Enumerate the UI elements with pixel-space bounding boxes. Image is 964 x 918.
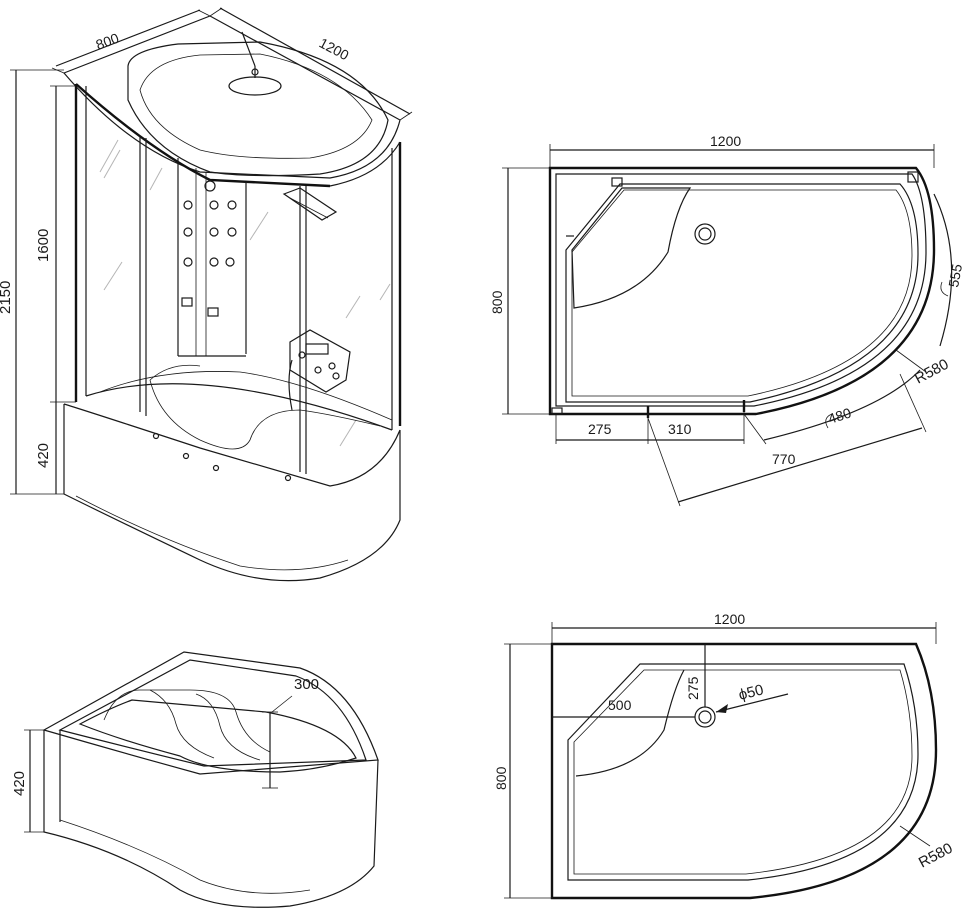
tray-plan-view: 1200 800 500 275 ϕ50 R580 xyxy=(493,611,956,900)
plan-top-left-segment-label: 275 xyxy=(588,421,612,437)
cabin-plan-view: 1200 800 275 310 770 480 555 R580 xyxy=(489,133,964,507)
control-panel-icon xyxy=(288,329,351,411)
tray-seat-height-label: 300 xyxy=(294,676,319,693)
plan-bottom-width-label: 1200 xyxy=(714,611,745,627)
cabin-isometric-view: 800 1200 2150 1600 420 xyxy=(0,7,413,582)
cabin-total-height-label: 2150 xyxy=(0,281,14,314)
cabin-width-label: 1200 xyxy=(317,35,352,64)
plan-top-arc-b-label: 480 xyxy=(826,404,853,427)
cabin-tray-height-label: 420 xyxy=(35,443,52,468)
plan-bottom-drain-diameter-label: ϕ50 xyxy=(737,681,765,704)
plan-top-depth-label: 800 xyxy=(489,290,505,314)
tray-height-label: 420 xyxy=(11,771,28,796)
cabin-depth-label: 800 xyxy=(94,30,122,53)
plan-top-arc-a-label: 555 xyxy=(945,263,964,289)
plan-bottom-radius-label: R580 xyxy=(916,840,956,872)
plan-bottom-drain-y-label: 275 xyxy=(685,676,701,700)
glass-reflections xyxy=(99,139,391,447)
plan-top-diagonal-label: 770 xyxy=(772,451,796,467)
tray-isometric-view: 300 420 xyxy=(11,651,379,908)
plan-top-radius-label: R580 xyxy=(912,356,952,388)
plan-bottom-drain-x-label: 500 xyxy=(608,697,632,713)
cabin-glass-height-label: 1600 xyxy=(35,229,52,262)
plan-bottom-depth-label: 800 xyxy=(493,766,509,790)
plan-top-width-label: 1200 xyxy=(710,133,741,149)
plan-top-door-segment-label: 310 xyxy=(668,421,692,437)
massage-jets xyxy=(181,180,237,317)
